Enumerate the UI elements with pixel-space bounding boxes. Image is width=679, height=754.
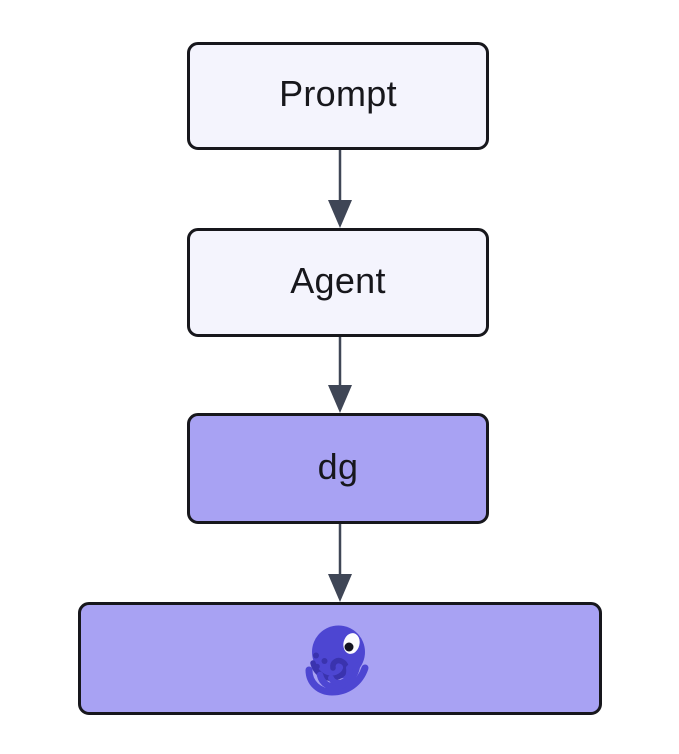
node-prompt-label: Prompt — [279, 73, 397, 114]
octopus-tentacle-inner — [328, 664, 353, 686]
node-dg-label: dg — [317, 445, 359, 487]
node-agent-label: Agent — [290, 259, 386, 301]
octopus-tentacle-middle — [316, 662, 361, 690]
arrowhead-icon — [328, 385, 352, 413]
octopus-tentacle-outer — [305, 664, 369, 696]
arrowhead-icon — [328, 200, 352, 228]
node-octopus — [78, 602, 602, 715]
octopus-dot — [313, 652, 319, 658]
edge-prompt-agent — [328, 150, 352, 228]
octopus-pupil — [344, 642, 354, 651]
octopus-dot — [321, 657, 328, 664]
node-prompt: Prompt — [187, 42, 489, 150]
octopus-icon — [305, 625, 369, 696]
octopus-dot — [314, 663, 320, 669]
edge-agent-dg — [328, 337, 352, 413]
node-dg: dg — [187, 413, 489, 524]
edge-dg-octopus — [328, 524, 352, 602]
arrowhead-icon — [328, 574, 352, 602]
node-agent: Agent — [187, 228, 489, 337]
